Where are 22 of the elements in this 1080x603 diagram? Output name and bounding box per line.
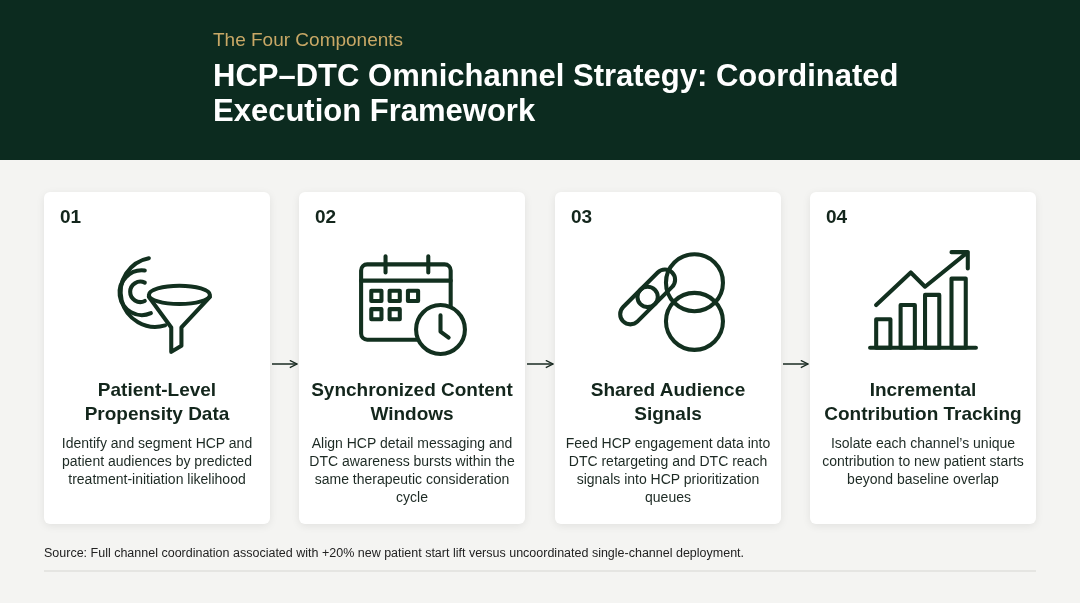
step-card	[555, 192, 781, 524]
step-card	[299, 192, 525, 524]
arrow	[782, 359, 809, 369]
arrow	[271, 359, 298, 369]
step-number: 01	[60, 206, 82, 228]
source-note: Source: Full channel coordination associated with +20% new patient start lift versus uncoordinated single-channel deployment.	[44, 546, 745, 560]
step-card	[810, 192, 1036, 524]
arrow	[526, 359, 554, 369]
step-heading: Shared Audience Signals	[589, 378, 747, 426]
step-heading: Patient-Level Propensity Data	[83, 378, 231, 426]
step-number: 02	[315, 206, 337, 228]
step-description: Identify and segment HCP and patient audiences by predicted treatment-initiation likelihood	[60, 434, 254, 488]
step-description: Align HCP detail messaging and DTC awareness bursts within the same therapeutic consideration cycle	[309, 434, 515, 506]
step-description: Feed HCP engagement data into DTC retargeting and DTC reach signals into HCP prioritization queues	[565, 434, 771, 506]
step-description: Isolate each channel’s unique contribution to new patient starts beyond baseline overlap	[821, 434, 1025, 488]
step-heading: Synchronized Content Windows	[310, 378, 514, 426]
step-number: 03	[571, 206, 593, 228]
subtitle: The Four Components	[213, 29, 404, 51]
step-number: 04	[826, 206, 848, 228]
step-card	[44, 192, 270, 524]
step-heading: Incremental Contribution Tracking	[823, 378, 1023, 426]
title: HCP–DTC Omnichannel Strategy: Coordinated Execution Framework	[213, 58, 900, 128]
